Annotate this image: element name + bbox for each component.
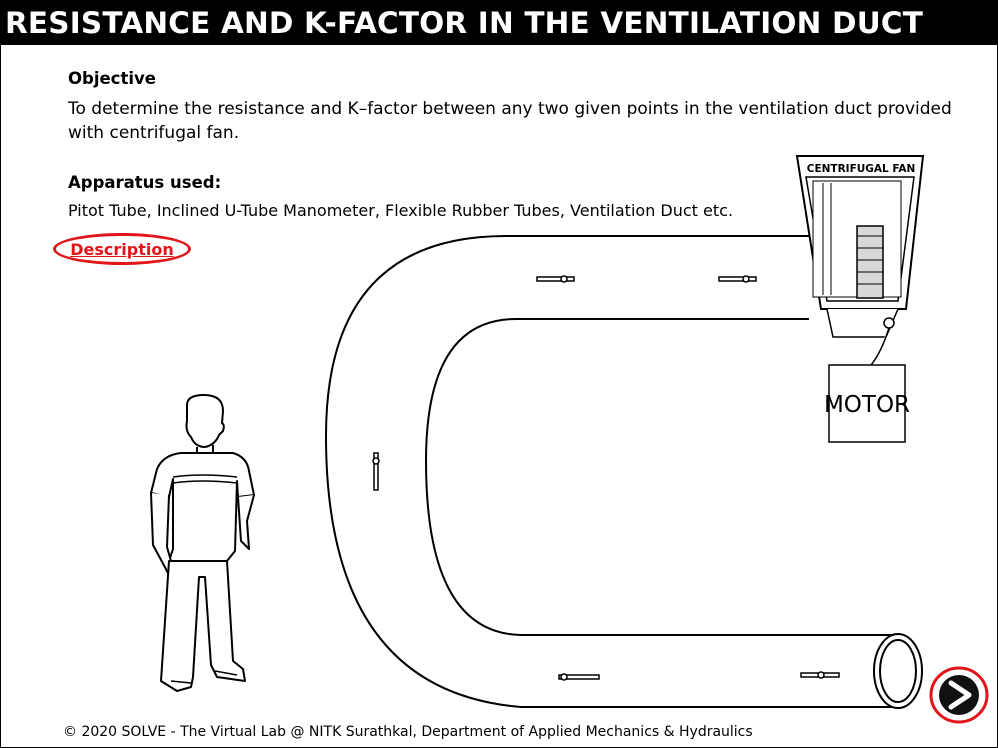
pitot-tube bbox=[800, 671, 840, 679]
description-label: Description bbox=[70, 239, 174, 259]
apparatus-heading: Apparatus used: bbox=[68, 173, 222, 192]
ventilation-duct bbox=[324, 235, 898, 708]
person-figure bbox=[150, 394, 255, 692]
pitot-tube bbox=[558, 673, 600, 681]
centrifugal-fan bbox=[795, 155, 925, 366]
motor-box bbox=[828, 364, 906, 443]
next-arrow-icon bbox=[929, 666, 989, 724]
copyright-footer: © 2020 SOLVE - The Virtual Lab @ NITK Su… bbox=[63, 724, 753, 740]
pitot-tube bbox=[536, 275, 575, 283]
objective-heading: Objective bbox=[68, 69, 156, 88]
fan-label: CENTRIFUGAL FAN bbox=[807, 163, 916, 175]
motor-label: MOTOR bbox=[824, 392, 910, 418]
page-title: RESISTANCE AND K-FACTOR IN THE VENTILATI… bbox=[1, 1, 997, 45]
duct-outlet bbox=[873, 633, 923, 709]
pitot-tube bbox=[718, 275, 757, 283]
objective-text: To determine the resistance and K–factor… bbox=[68, 99, 952, 143]
pitot-tube bbox=[372, 452, 380, 491]
apparatus-text: Pitot Tube, Inclined U-Tube Manometer, F… bbox=[68, 201, 734, 220]
description-link[interactable]: Description bbox=[53, 233, 191, 265]
next-button[interactable] bbox=[929, 665, 989, 725]
